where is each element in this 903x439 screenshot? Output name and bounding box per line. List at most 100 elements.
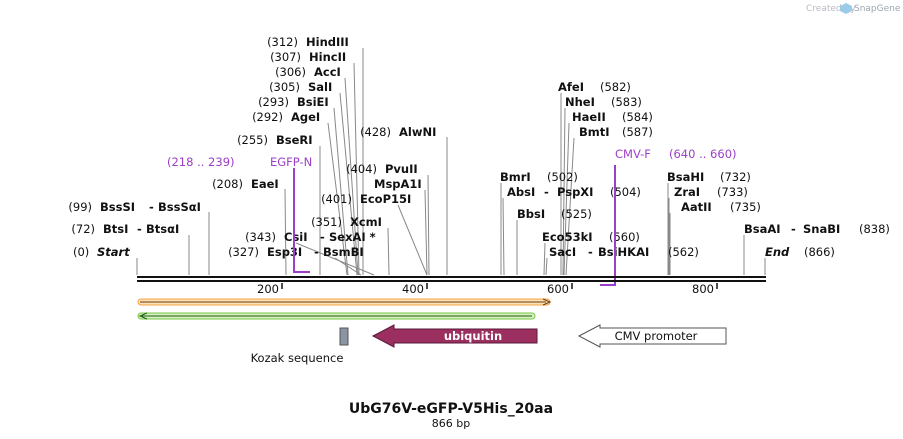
site-name: BsaAI	[744, 222, 781, 236]
site-name-isoschizomer: BsmBI	[323, 245, 364, 259]
site-name: HincII	[309, 50, 346, 64]
site-acci: (306) AccI	[275, 65, 341, 79]
site-sali: (305) SalI	[269, 80, 332, 94]
site-name: AbsI	[507, 185, 535, 199]
site-bsssi: (99) BssSI - BssSαI	[68, 200, 201, 214]
site-ecop15i: (401) EcoP15I	[321, 192, 411, 206]
site-position: (583)	[611, 95, 642, 109]
dna-backbone	[137, 276, 766, 282]
ruler: 200 400 600 800	[257, 282, 718, 296]
site-name-isoschizomer: BssSαI	[158, 200, 201, 214]
site-separator: -	[791, 222, 796, 236]
site-name: BmtI	[579, 125, 610, 139]
site-name-isoschizomer: BsiHKAI	[598, 245, 649, 259]
site-name-isoschizomer: BtsαI	[146, 222, 179, 236]
primer-name: EGFP-N	[270, 155, 312, 169]
site-bmti: BmtI (587)	[579, 125, 653, 139]
site-eco53ki: Eco53kI (560)	[542, 230, 640, 244]
cut-site-lines	[136, 48, 766, 276]
site-name: HaeII	[572, 110, 606, 124]
cmv-promoter-arrow	[577, 324, 727, 348]
site-position: (560)	[609, 230, 640, 244]
site-separator: -	[149, 200, 154, 214]
site-nhei: NheI (583)	[565, 95, 642, 109]
site-agei: (292) AgeI	[252, 110, 320, 124]
site-position: (312)	[267, 35, 298, 49]
site-hindiii: (312) HindIII	[267, 35, 349, 49]
site-name: BmrI	[500, 170, 531, 184]
site-position: (428)	[360, 125, 391, 139]
site-alwni: (428) AlwNI	[360, 125, 436, 139]
site-csii: (343) CsiI - SexAI *	[245, 230, 376, 244]
site-name: PvuII	[385, 162, 418, 176]
site-position: (293)	[258, 95, 289, 109]
site-position: (562)	[668, 245, 699, 259]
site-xcmi: (351) XcmI	[311, 215, 382, 229]
site-btsi: (72) BtsI - BtsαI	[71, 222, 179, 236]
site-position: (99)	[68, 200, 92, 214]
site-aatii: AatII (735)	[681, 200, 761, 214]
site-name: CsiI	[284, 230, 308, 244]
site-bsahi: BsaHI (732)	[667, 170, 751, 184]
feature-label: CMV promoter	[615, 329, 698, 343]
site-name: MspA1I	[374, 177, 422, 191]
site-name: BsiEI	[297, 95, 329, 109]
site-name: BseRI	[276, 133, 313, 147]
feature-ubiquitin: ubiquitin	[371, 324, 538, 348]
primer-range: (640 .. 660)	[669, 147, 737, 161]
site-afei: AfeI (582)	[558, 80, 631, 94]
site-mspa1i: MspA1I	[374, 177, 422, 191]
site-position: (404)	[346, 162, 377, 176]
end-marker: End (866)	[765, 245, 835, 259]
primer-range: (218 .. 239)	[167, 155, 235, 169]
site-separator: -	[544, 185, 549, 199]
site-pvuii: (404) PvuII	[346, 162, 418, 176]
site-haeii: HaeII (584)	[572, 110, 653, 124]
end-position: (866)	[804, 245, 835, 259]
kozak-box	[339, 327, 349, 346]
orf-reverse	[137, 312, 536, 320]
site-position: (587)	[622, 125, 653, 139]
site-bmri: BmrI (502)	[500, 170, 578, 184]
site-name: SacI	[549, 245, 576, 259]
primer-cmv-f: CMV-F (640 .. 660)	[600, 147, 737, 286]
site-position: (292)	[252, 110, 283, 124]
site-name: BsaHI	[667, 170, 704, 184]
site-esp3i: (327) Esp3I - BsmBI	[228, 245, 364, 259]
site-name: EaeI	[251, 177, 279, 191]
site-name-isoschizomer: SnaBI	[803, 222, 840, 236]
site-name: Esp3I	[267, 245, 302, 259]
site-name: BssSI	[100, 200, 135, 214]
site-zrai: ZraI (733)	[674, 185, 748, 199]
site-position: (584)	[622, 110, 653, 124]
site-name-isoschizomer: SexAI *	[329, 230, 376, 244]
snapgene-brand: SnapGene	[854, 4, 901, 14]
site-name: ZraI	[674, 185, 700, 199]
restriction-site-labels: (312) HindIII (307) HincII (306) AccI (3…	[68, 35, 890, 259]
site-position: (735)	[730, 200, 761, 214]
site-position: (306)	[275, 65, 306, 79]
site-name: AfeI	[558, 80, 584, 94]
feature-kozak: Kozak sequence	[251, 327, 349, 365]
snapgene-logo: SnapGene	[840, 3, 901, 14]
site-position: (208)	[212, 177, 243, 191]
site-name: HindIII	[306, 35, 349, 49]
site-position: (343)	[245, 230, 276, 244]
map-title: UbG76V-eGFP-V5His_20aa	[349, 401, 553, 417]
site-position: (504)	[610, 185, 641, 199]
site-position: (838)	[859, 222, 890, 236]
site-name: AccI	[314, 65, 341, 79]
site-bbsi: BbsI (525)	[517, 207, 592, 221]
ruler-tick-label: 800	[692, 282, 714, 296]
site-name: SalI	[308, 80, 332, 94]
site-position: (525)	[561, 207, 592, 221]
site-name: EcoP15I	[360, 192, 411, 206]
site-name: BtsI	[103, 222, 128, 236]
feature-label: Kozak sequence	[251, 351, 344, 365]
site-name: NheI	[565, 95, 595, 109]
primer-egfp-n: (218 .. 239) EGFP-N	[167, 155, 312, 273]
site-absi: AbsI - PspXI (504)	[507, 185, 641, 199]
site-name-isoschizomer: PspXI	[557, 185, 593, 199]
site-position: (502)	[547, 170, 578, 184]
